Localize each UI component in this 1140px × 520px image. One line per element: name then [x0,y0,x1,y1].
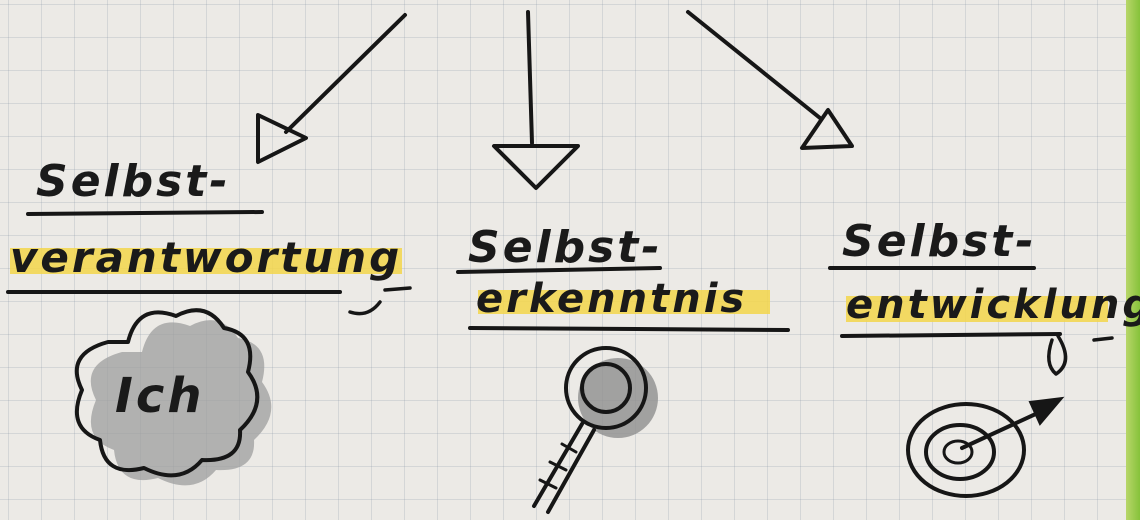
heading-line2: entwicklung [846,282,1140,328]
column-selbstentwicklung: Selbst- entwicklung [828,216,1140,498]
heading-line2: erkenntnis [476,276,747,322]
heading-line1: Selbst- [36,156,231,207]
column-selbsterkenntnis: Selbst- erkenntnis [456,222,790,514]
highlight-marker [846,296,1108,322]
heading-line2: verantwortung [10,233,402,282]
highlight-marker [10,248,402,274]
heading-line1: Selbst- [842,216,1037,267]
target-icon [906,396,1065,498]
cloud-label: Ich [115,368,204,424]
highlight-marker [478,290,770,314]
paper-edge [1126,0,1140,520]
arrow-right [686,10,854,150]
heading-line1: Selbst- [468,222,663,273]
arrow-middle [492,10,580,190]
arrow-left [256,13,407,164]
column-selbstverantwortung: Selbst- verantwortung Ich [6,156,412,486]
cloud-icon: Ich [74,308,272,486]
magnifier-icon [532,346,658,514]
